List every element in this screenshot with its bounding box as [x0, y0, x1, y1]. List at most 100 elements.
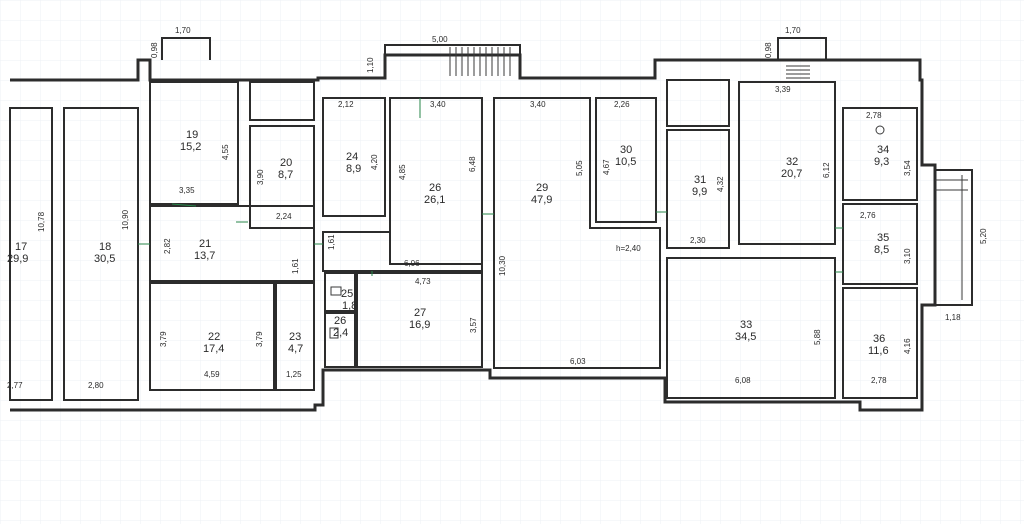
room-area: 8,7: [278, 169, 293, 181]
dimension-label: 6,48: [468, 156, 477, 172]
dimension-label: 3,35: [179, 186, 195, 195]
room-number: 20: [280, 157, 292, 169]
partition-walls: [9, 79, 918, 401]
room-number: 17: [15, 241, 27, 253]
room-number: 27: [414, 307, 426, 319]
dimension-label: 2,76: [860, 211, 876, 220]
room-area: 26,1: [424, 194, 445, 206]
room-area: 29,9: [7, 253, 28, 265]
dimension-label: 3,57: [469, 317, 478, 333]
room-area: 8,5: [874, 244, 889, 256]
dimension-label: h=2,40: [616, 244, 641, 253]
dimension-label: 1,25: [286, 370, 302, 379]
dimension-label: 3,40: [530, 100, 546, 109]
room-number: 24: [346, 151, 358, 163]
room-number: 26: [429, 182, 441, 194]
room-area: 47,9: [531, 194, 552, 206]
dimension-label: 1,18: [945, 313, 961, 322]
dimension-label: 5,20: [979, 228, 988, 244]
dimension-label: 6,12: [822, 162, 831, 178]
dimension-label: 10,90: [121, 209, 130, 230]
room-area: 34,5: [735, 331, 756, 343]
dimension-label: 4,73: [415, 277, 431, 286]
entrance-porch-left: [161, 37, 211, 60]
room-area: 10,5: [615, 156, 636, 168]
room-area: 15,2: [180, 141, 201, 153]
stair-steps-right: [786, 65, 810, 79]
dimension-label: 2,12: [338, 100, 354, 109]
dimension-label: 1,10: [366, 57, 375, 73]
room-area: 30,5: [94, 253, 115, 265]
room-number: 26: [334, 315, 346, 327]
side-porch-lines: [935, 175, 968, 300]
entrance-porch-center: [384, 44, 521, 55]
dimension-label: 2,24: [276, 212, 292, 221]
room-number: 19: [186, 129, 198, 141]
room-area: 13,7: [194, 250, 215, 262]
dimension-label: 4,16: [903, 338, 912, 354]
dimension-label: 6,08: [735, 376, 751, 385]
dimension-label: 2,80: [88, 381, 104, 390]
dimension-label: 3,40: [430, 100, 446, 109]
room-area: 9,9: [692, 186, 707, 198]
room-area: 8,9: [346, 163, 361, 175]
dimension-label: 3,10: [903, 248, 912, 264]
room-number: 33: [740, 319, 752, 331]
room-area: 9,3: [874, 156, 889, 168]
room-area: 16,9: [409, 319, 430, 331]
dimension-label: 3,39: [775, 85, 791, 94]
dimension-label: 2,82: [163, 238, 172, 254]
room-number: 34: [877, 144, 889, 156]
room-number: 18: [99, 241, 111, 253]
outer-wall: [10, 53, 937, 412]
room-number: 35: [877, 232, 889, 244]
sink-fixture: [330, 286, 342, 296]
room-number: 23: [289, 331, 301, 343]
dimension-label: 4,67: [602, 159, 611, 175]
dimension-label: 1,70: [175, 26, 191, 35]
room-number: 31: [694, 174, 706, 186]
room-number: 30: [620, 144, 632, 156]
dimension-label: 3,54: [903, 160, 912, 176]
dimension-label: 5,00: [432, 35, 448, 44]
room-area: 20,7: [781, 168, 802, 180]
room-area: 1,8: [342, 300, 357, 312]
stair-steps-center: [449, 47, 511, 76]
dimension-label: 6,03: [570, 357, 586, 366]
dimension-label: 3,79: [255, 331, 264, 347]
dimension-label: 1,70: [785, 26, 801, 35]
dimension-label: 0,98: [764, 42, 773, 58]
dimension-label: 1,61: [291, 258, 300, 274]
dimension-label: 10,30: [498, 255, 507, 276]
dimension-label: 2,30: [690, 236, 706, 245]
dimension-label: 2,26: [614, 100, 630, 109]
dimension-labels: 1,70 0,98 1,10 5,00 1,70 0,98 3,39 2,12 …: [7, 26, 988, 390]
dimension-label: 5,05: [575, 160, 584, 176]
wc-fixture: [875, 125, 885, 135]
dimension-label: 4,85: [398, 164, 407, 180]
door-markers: [138, 98, 843, 276]
dimension-label: 3,90: [256, 169, 265, 185]
room-area: 17,4: [203, 343, 224, 355]
dimension-label: 3,79: [159, 331, 168, 347]
dimension-label: 1,61: [327, 234, 336, 250]
room-number: 25: [341, 288, 353, 300]
dimension-label: 2,78: [871, 376, 887, 385]
room-number: 32: [786, 156, 798, 168]
room-number: 21: [199, 238, 211, 250]
room-labels: 17 29,9 18 30,5 19 15,2 20 8,7 21 13,7 2…: [7, 129, 889, 357]
dimension-label: 4,32: [716, 176, 725, 192]
room-number: 29: [536, 182, 548, 194]
dimension-label: 0,98: [150, 42, 159, 58]
dimension-label: 2,77: [7, 381, 23, 390]
dimension-label: 4,55: [221, 144, 230, 160]
side-porch-right: [935, 169, 973, 306]
room-number: 36: [873, 333, 885, 345]
entrance-porch-right: [777, 37, 827, 60]
room-area: 11,6: [868, 345, 889, 357]
room-area: 2,4: [333, 327, 348, 339]
dimension-label: 4,59: [204, 370, 220, 379]
room-number: 22: [208, 331, 220, 343]
